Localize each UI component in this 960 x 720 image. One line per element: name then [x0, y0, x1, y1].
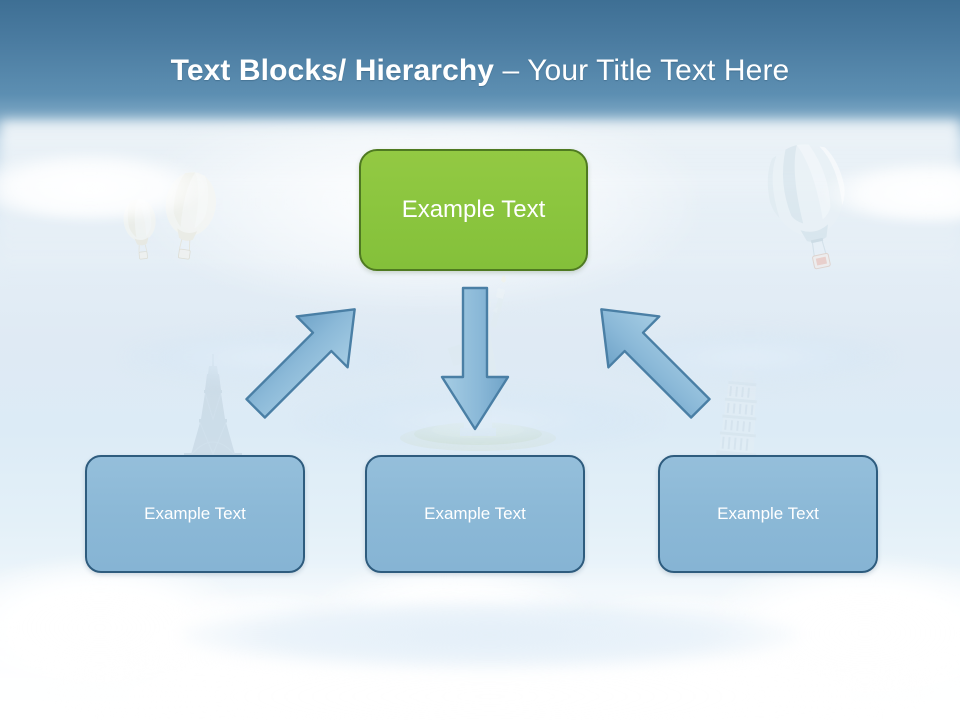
page-title-bold: Text Blocks/ Hierarchy — [170, 54, 503, 87]
hierarchy-child-node-2[interactable]: Example Text — [365, 455, 585, 573]
hierarchy-top-node[interactable]: Example Text — [359, 149, 588, 271]
hierarchy-child-node-3[interactable]: Example Text — [658, 455, 878, 573]
page-title-normal: Your Title Text Here — [527, 54, 790, 87]
cloud-bank-bottom — [0, 560, 960, 720]
hierarchy-child-node-1-label: Example Text — [144, 504, 246, 523]
page-title: Text Blocks/ Hierarchy – Your Title Text… — [0, 52, 960, 90]
hierarchy-child-node-3-label: Example Text — [717, 504, 819, 523]
hierarchy-child-node-1[interactable]: Example Text — [85, 455, 305, 573]
page-title-dash: – — [502, 54, 528, 87]
hierarchy-child-node-2-label: Example Text — [424, 504, 526, 523]
hierarchy-top-node-label: Example Text — [401, 196, 546, 223]
